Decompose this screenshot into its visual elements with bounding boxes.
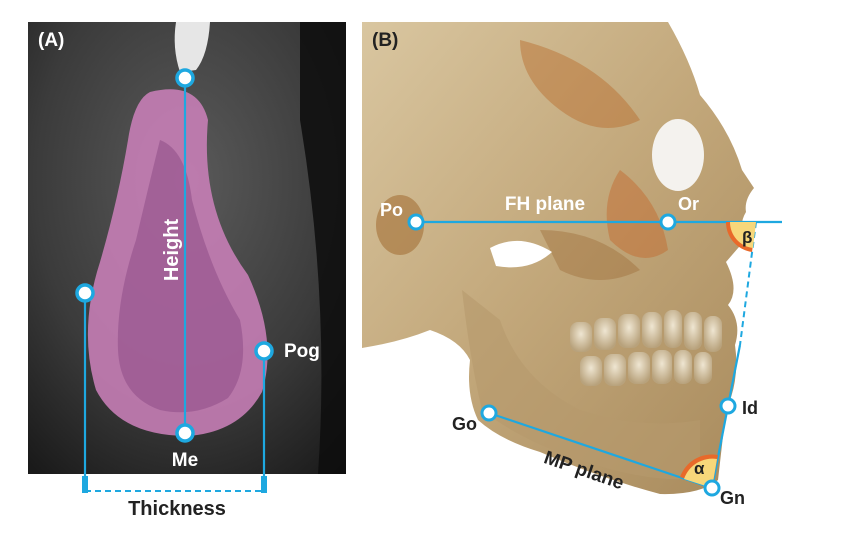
cheek-shading xyxy=(540,230,640,280)
beta-angle-fill xyxy=(729,222,756,248)
go-point xyxy=(480,404,498,422)
panel-a-tag: (A) xyxy=(38,30,64,51)
lingual-point xyxy=(75,283,95,303)
teeth xyxy=(570,310,722,386)
po-point xyxy=(407,213,425,231)
panel-a: (A) Height Me Pog Thickness xyxy=(28,22,346,520)
thickness-label: Thickness xyxy=(128,498,226,520)
id-point xyxy=(719,397,737,415)
panel-b: (B) Po FH plane Or β Go Id α MP plane Gn xyxy=(362,22,782,508)
facial-solid-line xyxy=(726,344,742,407)
pog-label: Pog xyxy=(284,341,320,362)
sigmoid-notch xyxy=(490,240,552,268)
thickness-tick-left xyxy=(82,476,88,493)
alpha-label: α xyxy=(694,459,705,478)
gn-label: Gn xyxy=(720,488,745,508)
mp-plane-line xyxy=(488,411,713,490)
skull-brown-shading xyxy=(520,40,640,128)
height-label: Height xyxy=(161,219,183,282)
orbit xyxy=(652,119,704,191)
mandible-ramus xyxy=(462,290,700,480)
height-top-point xyxy=(175,68,195,88)
or-point xyxy=(659,213,677,231)
me-label: Me xyxy=(172,450,198,471)
fh-plane-label: FH plane xyxy=(505,194,585,215)
ear-region xyxy=(376,195,424,255)
panel-b-tag: (B) xyxy=(372,30,398,51)
ct-dark-right xyxy=(300,22,346,474)
go-label: Go xyxy=(452,414,477,434)
me-point xyxy=(175,423,195,443)
gn-point xyxy=(703,479,721,497)
pog-point xyxy=(254,341,274,361)
po-label: Po xyxy=(380,200,403,220)
id-label: Id xyxy=(742,398,758,418)
ct-bright-artifact xyxy=(174,22,210,72)
id-gn-line xyxy=(710,405,730,489)
thickness-tick-right xyxy=(261,476,267,493)
skull-orange-shading xyxy=(606,170,668,258)
mandible-trabecular xyxy=(117,140,244,413)
or-label: Or xyxy=(678,194,699,214)
beta-label: β xyxy=(742,228,752,247)
